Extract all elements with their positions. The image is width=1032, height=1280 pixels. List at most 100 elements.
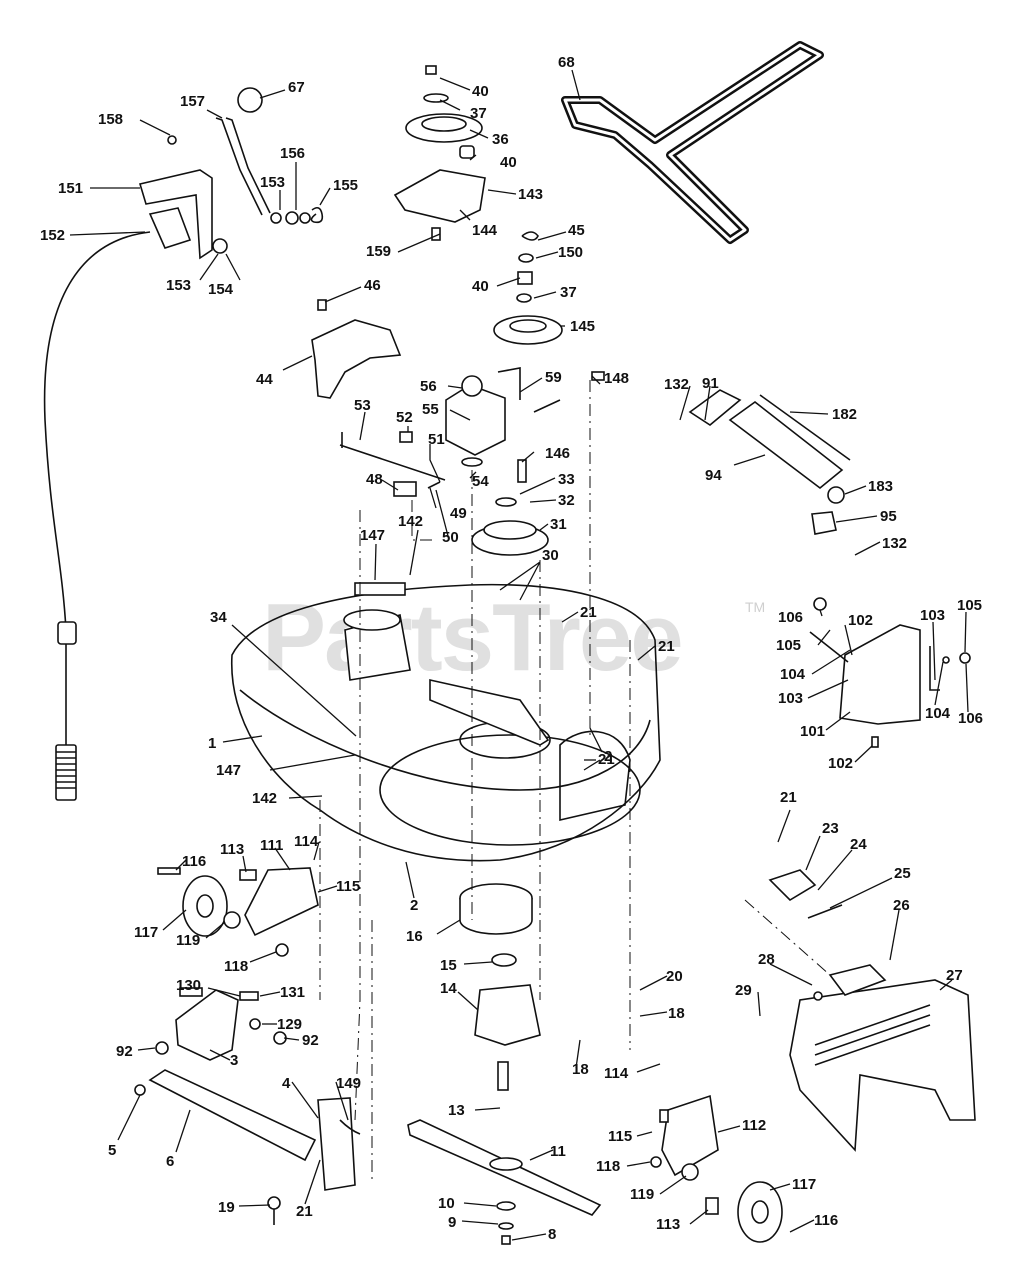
part-label-3: 3 [230, 1052, 238, 1069]
part-label-112: 112 [742, 1117, 766, 1134]
part-label-21: 21 [598, 751, 615, 768]
part-label-115: 115 [608, 1128, 632, 1145]
idler-pulley-assembly [393, 65, 486, 241]
part-label-59: 59 [545, 369, 562, 386]
part-label-132: 132 [882, 535, 907, 552]
gauge-wheel-left [157, 867, 319, 957]
part-label-20: 20 [666, 968, 683, 985]
part-label-119: 119 [630, 1186, 654, 1203]
part-label-146: 146 [545, 445, 570, 462]
part-label-183: 183 [868, 478, 893, 495]
discharge-chute [768, 869, 976, 1152]
hanger-bracket-assembly [134, 987, 361, 1225]
part-label-18: 18 [668, 1005, 685, 1022]
part-label-143: 143 [518, 186, 543, 203]
part-label-118: 118 [224, 958, 248, 975]
part-label-40: 40 [472, 83, 489, 100]
part-label-144: 144 [472, 222, 498, 239]
part-label-21: 21 [780, 789, 797, 806]
height-adjust-rod [339, 431, 446, 497]
part-label-150: 150 [558, 244, 583, 261]
part-label-147: 147 [360, 527, 385, 544]
watermark-trademark: TM [745, 599, 765, 615]
part-label-10: 10 [438, 1195, 455, 1212]
part-label-113: 113 [220, 841, 244, 858]
part-label-16: 16 [406, 928, 423, 945]
part-label-68: 68 [558, 54, 575, 71]
part-label-51: 51 [428, 431, 445, 448]
part-label-105: 105 [957, 597, 982, 614]
part-label-29: 29 [735, 982, 752, 999]
part-label-91: 91 [702, 375, 719, 392]
part-label-4: 4 [282, 1075, 291, 1092]
part-label-104: 104 [780, 666, 806, 683]
part-label-102: 102 [848, 612, 873, 629]
leader-lines [69, 69, 969, 1241]
part-label-101: 101 [800, 723, 825, 740]
part-label-48: 48 [366, 471, 383, 488]
part-label-142: 142 [398, 513, 423, 530]
part-label-114: 114 [294, 833, 319, 850]
part-label-103: 103 [778, 690, 803, 707]
part-label-44: 44 [256, 371, 273, 388]
part-label-21: 21 [658, 638, 675, 655]
part-label-53: 53 [354, 397, 371, 414]
part-label-153: 153 [260, 174, 285, 191]
part-label-37: 37 [470, 105, 487, 122]
part-label-92: 92 [302, 1032, 319, 1049]
clutch-pulley-stack [445, 231, 605, 556]
part-label-25: 25 [894, 865, 911, 882]
part-label-21: 21 [296, 1203, 313, 1220]
part-label-11: 11 [550, 1143, 566, 1160]
part-label-32: 32 [558, 492, 575, 509]
part-label-36: 36 [492, 131, 509, 148]
part-label-118: 118 [596, 1158, 620, 1175]
gauge-wheel-right [650, 1094, 783, 1243]
part-label-116: 116 [814, 1212, 838, 1229]
part-label-67: 67 [288, 79, 305, 96]
part-labels: 68 67 157 158 156 151 153 155 152 153 15… [40, 54, 983, 1243]
part-label-145: 145 [570, 318, 595, 335]
assembly-lines [319, 380, 831, 1180]
part-label-117: 117 [792, 1176, 816, 1193]
part-label-50: 50 [442, 529, 459, 546]
part-label-130: 130 [176, 977, 201, 994]
part-label-5: 5 [108, 1142, 116, 1159]
part-label-105: 105 [776, 637, 801, 654]
control-cable [43, 231, 151, 801]
part-label-156: 156 [280, 145, 305, 162]
part-label-106: 106 [958, 710, 983, 727]
mulch-roller [688, 389, 851, 535]
part-label-40: 40 [500, 154, 517, 171]
belt-guard [311, 299, 402, 399]
part-label-37: 37 [560, 284, 577, 301]
part-label-149: 149 [336, 1075, 361, 1092]
part-label-52: 52 [396, 409, 413, 426]
part-label-21: 21 [580, 604, 597, 621]
part-label-34: 34 [210, 609, 227, 626]
part-label-46: 46 [364, 277, 381, 294]
part-label-18: 18 [572, 1061, 589, 1078]
part-label-55: 55 [422, 401, 439, 418]
part-label-114: 114 [604, 1065, 629, 1082]
mower-blade [407, 1119, 602, 1245]
part-label-2: 2 [604, 748, 612, 765]
part-label-2: 2 [410, 897, 418, 914]
part-label-56: 56 [420, 378, 437, 395]
part-label-49: 49 [450, 505, 467, 522]
part-label-182: 182 [832, 406, 857, 423]
part-label-40: 40 [472, 278, 489, 295]
part-label-116: 116 [182, 853, 206, 870]
part-label-31: 31 [550, 516, 567, 533]
part-label-94: 94 [705, 467, 722, 484]
part-label-132: 132 [664, 376, 689, 393]
part-label-28: 28 [758, 951, 775, 968]
spindle-assembly [459, 883, 541, 1091]
part-label-8: 8 [548, 1226, 556, 1243]
part-label-9: 9 [448, 1214, 456, 1231]
part-label-23: 23 [822, 820, 839, 837]
part-label-152: 152 [40, 227, 65, 244]
part-label-15: 15 [440, 957, 457, 974]
part-label-33: 33 [558, 471, 575, 488]
